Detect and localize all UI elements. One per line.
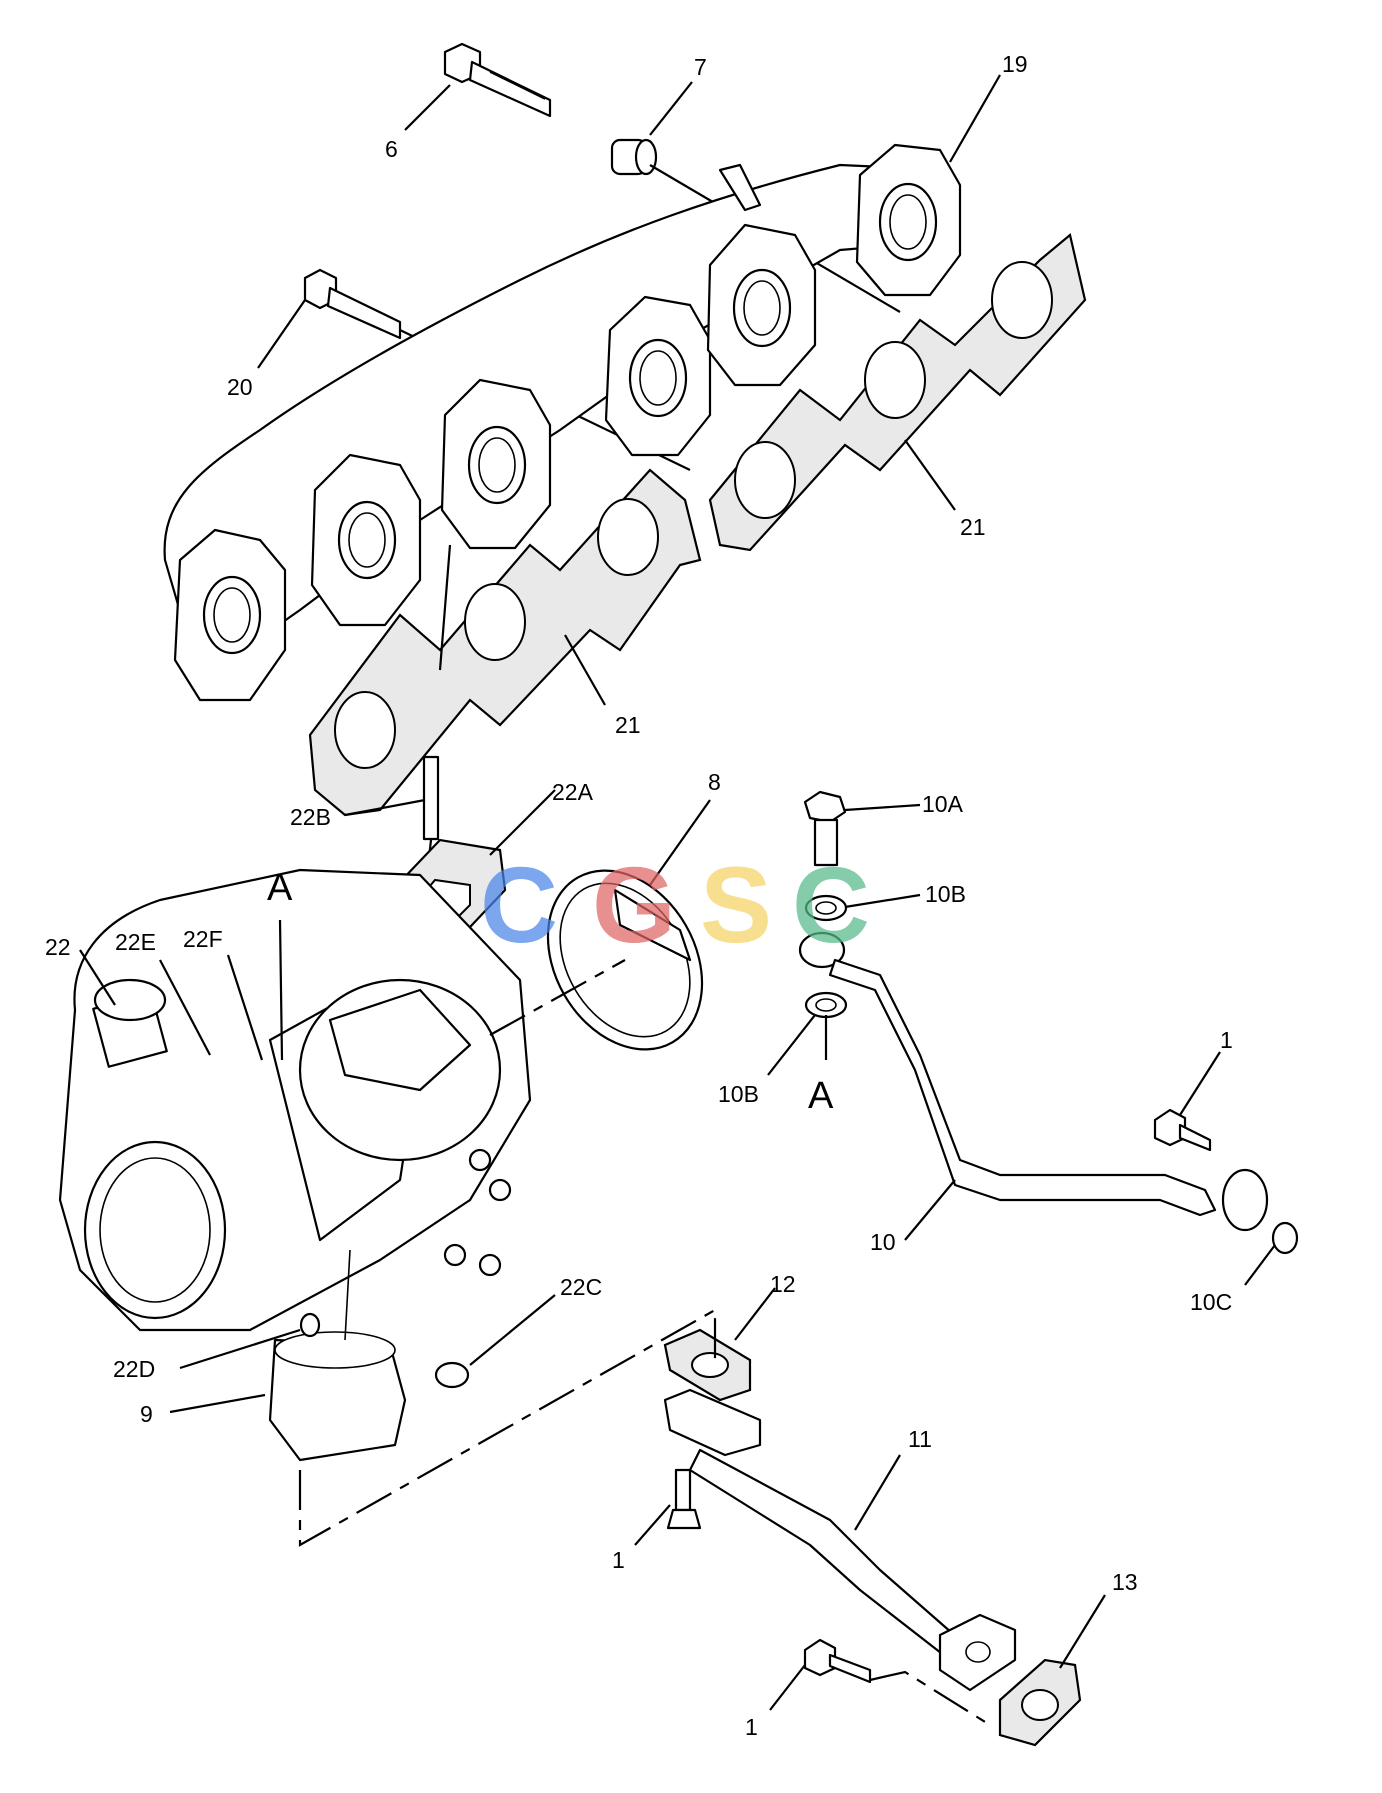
callout-10: 10 [870,1229,896,1255]
callout-A-left: A [267,867,293,909]
manifold-flange [855,143,962,297]
compressor-inlet [83,1140,227,1320]
callout-10B-lower: 10B [718,1081,759,1107]
bolt-1-drain-lower [803,1638,872,1684]
callout-22F: 22F [183,926,223,952]
callout-7: 7 [694,54,707,80]
callout-21-upper: 21 [960,514,986,540]
banjo-bolt-10A [803,790,847,867]
nut-22C [434,1361,470,1389]
callout-A-right: A [808,1075,834,1117]
turbine-housing [298,978,502,1162]
watermark-letter-4: C [792,844,870,965]
manifold-flange [706,223,817,387]
compressor-outlet [92,978,168,1068]
callout-12: 12 [770,1271,796,1297]
callout-1-drain-lower: 1 [745,1714,758,1740]
callout-19: 19 [1002,51,1028,77]
spacer-7 [610,138,658,176]
gasket-12 [663,1328,752,1402]
oil-feed-pipe-10 [798,931,1269,1232]
bolt-20 [303,268,402,340]
stud-22B [422,755,440,841]
bolt-1-pipe-10 [1153,1108,1212,1152]
washer-10B-upper [804,894,848,922]
gasket-13 [998,1658,1082,1747]
washer-10B-lower [804,991,848,1019]
manifold-flange [310,453,422,627]
callout-labels: 6 7 19 20 21 21 22B 22A 8 10A 10B 10B A … [45,51,1233,1740]
bolt-6 [443,42,552,118]
callout-22B: 22B [290,804,331,830]
wastegate-actuator-9 [268,1249,407,1462]
callout-22D: 22D [113,1356,155,1382]
callout-10A: 10A [922,791,964,817]
callout-22E: 22E [115,929,156,955]
manifold-gasket-lower [308,468,702,817]
exhaust-manifold [163,143,962,702]
manifold-flange [440,378,552,550]
watermark-letter-3: S [700,844,772,965]
callout-9: 9 [140,1401,153,1427]
watermark-logo: C G S C [480,844,870,965]
callout-21-lower: 21 [615,712,641,738]
callout-1-drain-upper: 1 [612,1547,625,1573]
callout-1-pipe-10: 1 [1220,1027,1233,1053]
callout-20: 20 [227,374,253,400]
callout-10B-upper: 10B [925,881,966,907]
washer-10C [1271,1221,1299,1255]
watermark-letter-2: G [592,844,676,965]
nut-22D [299,1312,321,1338]
callout-22A: 22A [552,779,594,805]
turbocharger-22 [58,868,532,1332]
callout-22: 22 [45,934,71,960]
bolt-head [443,1148,512,1277]
manifold-flange [173,528,287,702]
manifold-gasket-upper [708,233,1087,552]
callout-6: 6 [385,136,398,162]
callout-11: 11 [908,1426,932,1452]
oil-drain-pipe-11 [663,1388,1017,1692]
callout-22C: 22C [560,1274,602,1300]
leader-lines [79,74,1276,1711]
manifold-flange [604,295,712,457]
bolt-1-drain-upper [666,1468,702,1530]
callout-13: 13 [1112,1569,1138,1595]
callout-8: 8 [708,769,721,795]
watermark-letter-1: C [480,844,558,965]
callout-10C: 10C [1190,1289,1232,1315]
